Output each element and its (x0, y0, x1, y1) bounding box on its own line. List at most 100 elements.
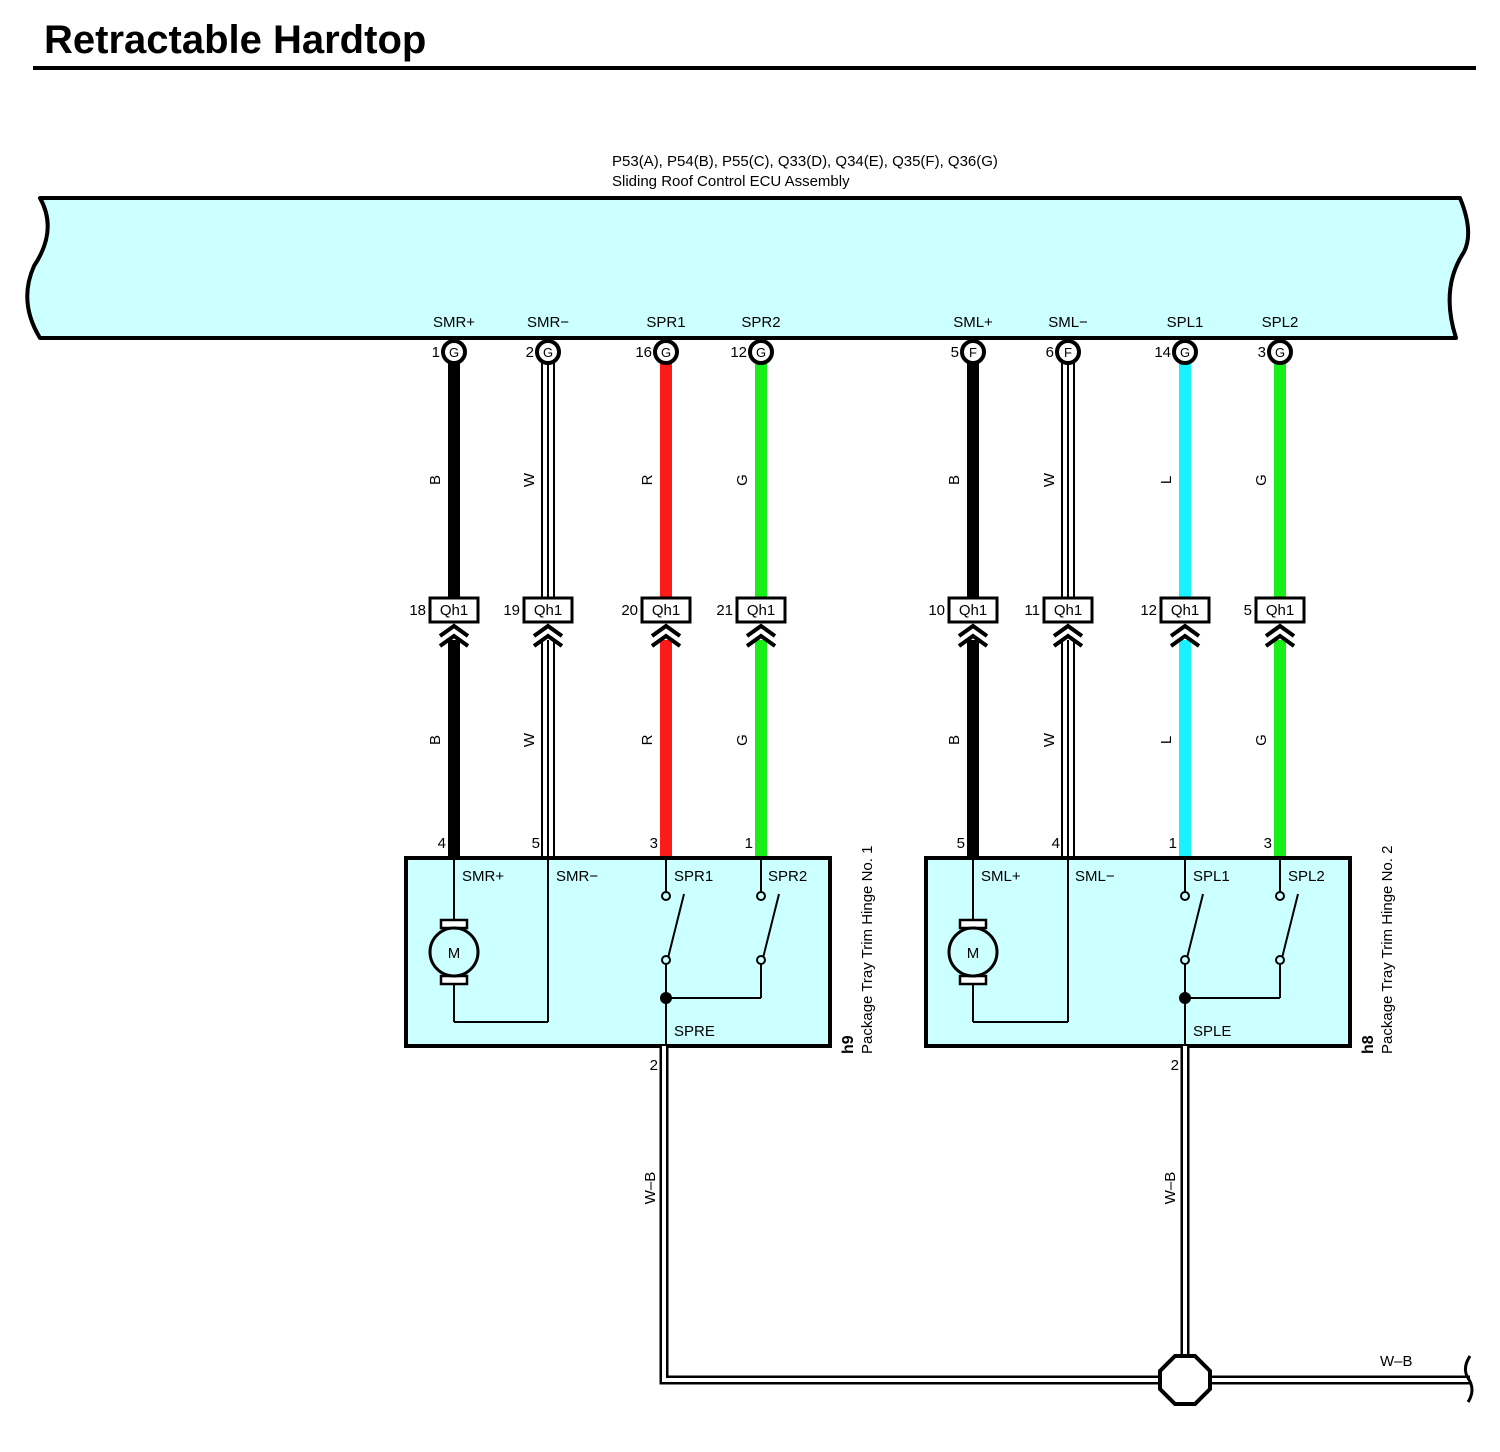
smr-plus-terminal-label: SMR+ (433, 314, 475, 331)
hinge-1-code: h9 (840, 1035, 857, 1054)
smr-plus-junction-box (428, 596, 480, 624)
spl2-junction-box (1254, 596, 1306, 624)
spl2-junction-label: Qh1 (1266, 602, 1294, 619)
smr-minus-chevron-2 (532, 633, 564, 648)
ground-color-main: W–B (1380, 1353, 1413, 1370)
smr-minus-junction-box (522, 596, 574, 624)
spr1-ecu-conn-letter: G (661, 345, 671, 360)
hinge-2-label-spl1: SPL1 (1193, 868, 1230, 885)
spl2-junction-pin: 5 (1244, 602, 1252, 619)
spr2-ecu-pin-number: 12 (730, 344, 747, 361)
spr1-ecu-pin-circle (653, 339, 679, 365)
hinge-2-motor (947, 918, 999, 986)
smr-minus-color-code-1: W (521, 732, 538, 747)
spl2-ecu-pin-circle (1267, 339, 1293, 365)
sml-plus-junction-box (947, 596, 999, 624)
smr-minus-color-code-0: W (521, 472, 538, 487)
ground-pin-hinge-2: 2 (1171, 1057, 1179, 1074)
sml-plus-junction-pin: 10 (928, 602, 945, 619)
spl2-ecu-pin-number: 3 (1258, 344, 1266, 361)
sml-minus-terminal-label: SML− (1048, 314, 1088, 331)
hinge-1-label-spr1: SPR1 (674, 868, 713, 885)
spr2-chevron-2 (745, 633, 777, 648)
smr-minus-ecu-pin-number: 2 (526, 344, 534, 361)
smr-minus-junction-pin: 19 (503, 602, 520, 619)
spr2-terminal-label: SPR2 (741, 314, 780, 331)
spl1-junction-label: Qh1 (1171, 602, 1199, 619)
spl2-terminal-label: SPL2 (1262, 314, 1299, 331)
sml-minus-junction-pin: 11 (1024, 602, 1040, 619)
hinge-2-motor-label: M (967, 945, 980, 962)
spl2-chevron-1 (1264, 623, 1296, 638)
hinge-2-circuit (972, 858, 1299, 1046)
spl2-hinge-pin: 3 (1264, 835, 1272, 852)
hinge-2-code: h8 (1360, 1035, 1377, 1054)
spl1-terminal-label: SPL1 (1167, 314, 1204, 331)
hinge-1-motor (428, 918, 480, 986)
spl2-chevron-2 (1264, 633, 1296, 648)
sml-minus-ecu-conn-letter: F (1064, 345, 1072, 360)
spr2-color-code-0: G (734, 474, 751, 486)
ground-splice-point (1158, 1354, 1212, 1406)
sml-plus-color-code-1: B (946, 735, 963, 745)
spl1-color-code-0: L (1158, 476, 1175, 484)
sml-minus-hinge-pin: 4 (1052, 835, 1060, 852)
smr-plus-ecu-pin-circle (441, 339, 467, 365)
smr-minus-ecu-conn-letter: G (543, 345, 553, 360)
spr2-color-code-1: G (734, 734, 751, 746)
hinge-2-name: Package Tray Trim Hinge No. 2 (1379, 846, 1396, 1054)
smr-plus-color-code-1: B (427, 735, 444, 745)
sml-minus-junction-box (1042, 596, 1094, 624)
hinge-2-common-label: SPLE (1193, 1023, 1231, 1040)
sml-minus-ecu-pin-circle (1055, 339, 1081, 365)
spl1-chevron-1 (1169, 623, 1201, 638)
title-rule (33, 66, 1476, 70)
spr2-chevron-1 (745, 623, 777, 638)
spl1-ecu-conn-letter: G (1180, 345, 1190, 360)
spr1-hinge-pin: 3 (650, 835, 658, 852)
ecu-name-label: Sliding Roof Control ECU Assembly (612, 173, 850, 190)
sml-minus-chevron-2 (1052, 633, 1084, 648)
sml-plus-color-code-0: B (946, 475, 963, 485)
spl1-hinge-pin: 1 (1169, 835, 1177, 852)
smr-minus-junction-label: Qh1 (534, 602, 562, 619)
hinge-1-label-spr2: SPR2 (768, 868, 807, 885)
hinge-1-common-label: SPRE (674, 1023, 715, 1040)
sml-plus-chevron-1 (957, 623, 989, 638)
wires-layer (448, 352, 1286, 858)
sml-plus-hinge-pin: 5 (957, 835, 965, 852)
hinge-1-label-smr-plus: SMR+ (462, 868, 504, 885)
spr1-junction-label: Qh1 (652, 602, 680, 619)
spr1-junction-pin: 20 (621, 602, 638, 619)
smr-plus-ecu-conn-letter: G (449, 345, 459, 360)
spl2-color-code-1: G (1253, 734, 1270, 746)
smr-plus-hinge-pin: 4 (438, 835, 446, 852)
sml-minus-color-code-0: W (1041, 472, 1058, 487)
spr2-junction-box (735, 596, 787, 624)
labels-layer: SMR+G1BBQh1184SMR−G2WWQh1195SPR1G16RRQh1… (409, 314, 1306, 852)
spl2-color-code-0: G (1253, 474, 1270, 486)
ground-pin-hinge-1: 2 (650, 1057, 658, 1074)
ground-wires (659, 1046, 1474, 1403)
sml-plus-junction-label: Qh1 (959, 602, 987, 619)
sml-plus-chevron-2 (957, 633, 989, 648)
hinge-1-motor-label: M (448, 945, 461, 962)
spl2-ecu-conn-letter: G (1275, 345, 1285, 360)
spr2-junction-pin: 21 (716, 602, 733, 619)
spr2-hinge-pin: 1 (745, 835, 753, 852)
hinge-2-label-sml-minus: SML− (1075, 868, 1115, 885)
hinge-2-label-sml-plus: SML+ (981, 868, 1021, 885)
smr-plus-chevron-2 (438, 633, 470, 648)
sml-plus-terminal-label: SML+ (953, 314, 993, 331)
smr-minus-hinge-pin: 5 (532, 835, 540, 852)
smr-plus-junction-label: Qh1 (440, 602, 468, 619)
hinge-1-name: Package Tray Trim Hinge No. 1 (859, 846, 876, 1054)
smr-minus-terminal-label: SMR− (527, 314, 569, 331)
hinge-1-circuit (453, 858, 780, 1046)
sml-minus-ecu-pin-number: 6 (1046, 344, 1054, 361)
sml-minus-chevron-1 (1052, 623, 1084, 638)
spr1-terminal-label: SPR1 (646, 314, 685, 331)
spr1-junction-box (640, 596, 692, 624)
spl1-junction-box (1159, 596, 1211, 624)
